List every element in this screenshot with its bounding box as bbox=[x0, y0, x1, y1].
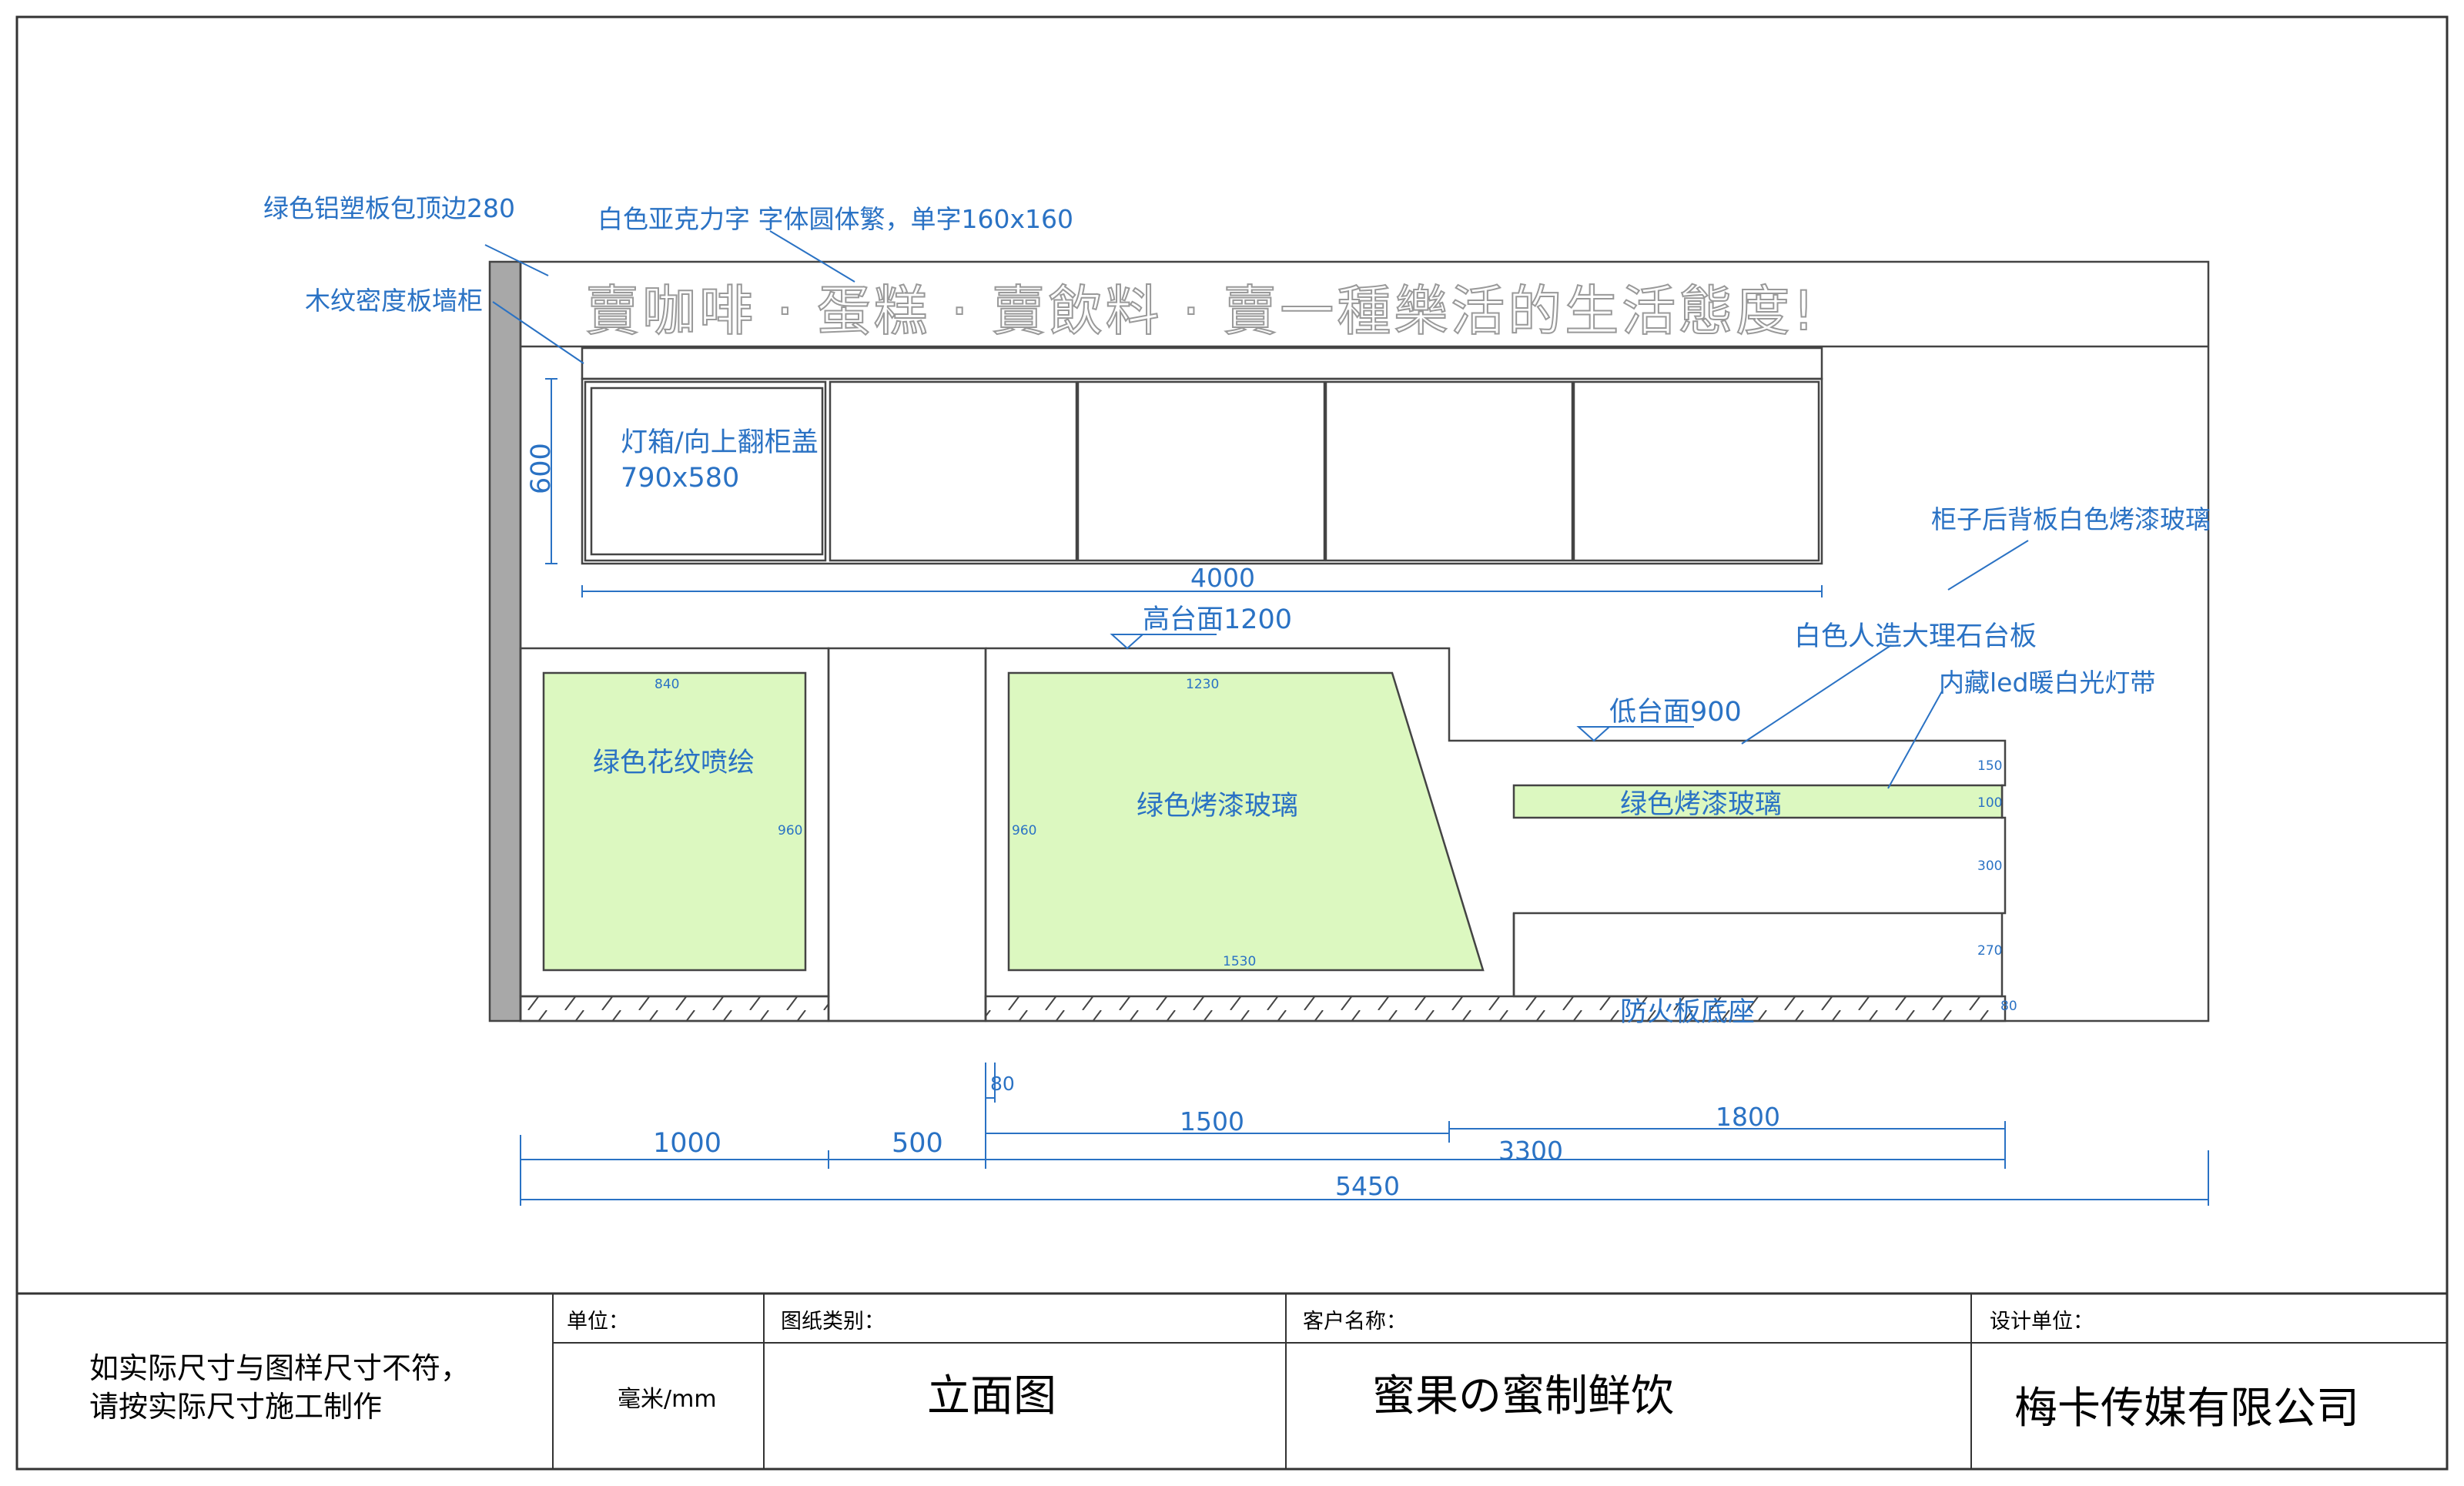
drawing-frame bbox=[15, 15, 2449, 1471]
callout-lightbox-size: 790x580 bbox=[621, 463, 739, 494]
wall-cabinet bbox=[581, 377, 1823, 565]
callout-led: 内藏led暖白光灯带 bbox=[1939, 668, 2155, 698]
dim-bottom-1000: 1000 bbox=[653, 1128, 721, 1159]
leader-top-edge bbox=[484, 244, 549, 276]
dim-bottom-500: 500 bbox=[892, 1128, 943, 1159]
leader-marble bbox=[1741, 644, 1892, 745]
dim-panel-left-height: 960 bbox=[778, 823, 802, 838]
dim-panel-mid-bottom: 1530 bbox=[1223, 954, 1256, 969]
dim-bottom-5450: 5450 bbox=[1335, 1171, 1400, 1201]
fireproof-base-left bbox=[519, 995, 830, 1022]
client-value: 蜜果の蜜制鲜饮 bbox=[1372, 1371, 1674, 1421]
dim-cabinet-height: 600 bbox=[526, 443, 557, 494]
wall-column bbox=[488, 260, 522, 1022]
note-line-2: 请按实际尺寸施工制作 bbox=[89, 1390, 383, 1424]
dim-right-80: 80 bbox=[2000, 999, 2017, 1014]
signage-headline: 賣咖啡 · 蛋糕 · 賣飲料 · 賣一種樂活的生活態度! bbox=[585, 279, 1817, 343]
category-value: 立面图 bbox=[927, 1371, 1056, 1421]
dim-panel-mid-top: 1230 bbox=[1186, 677, 1219, 692]
callout-top-edge: 绿色铝塑板包顶边280 bbox=[263, 193, 515, 223]
unit-value: 毫米/mm bbox=[618, 1386, 717, 1413]
designer-value: 梅卡传媒有限公司 bbox=[2014, 1384, 2359, 1434]
callout-lightbox-title: 灯箱/向上翻柜盖 bbox=[621, 427, 819, 458]
green-glass-strip bbox=[1512, 784, 2004, 819]
lightbox-door-4 bbox=[1324, 380, 1574, 562]
leader-back-panel bbox=[1947, 540, 2029, 591]
leader-wall-cabinet bbox=[492, 301, 584, 364]
dim-right-100: 100 bbox=[1977, 795, 2002, 811]
lightbox-door-1-inner bbox=[590, 387, 824, 556]
title-block-grid bbox=[552, 1294, 2447, 1469]
dim-cabinet-width: 4000 bbox=[1190, 563, 1255, 593]
leader-lettering bbox=[769, 230, 855, 283]
client-label: 客户名称： bbox=[1303, 1310, 1407, 1334]
lightbox-door-1 bbox=[584, 380, 827, 562]
dim-bottom-1800: 1800 bbox=[1716, 1102, 1780, 1132]
callout-back-panel: 柜子后背板白色烤漆玻璃 bbox=[1931, 504, 2211, 534]
callout-low-counter: 低台面900 bbox=[1609, 697, 1742, 728]
leader-led bbox=[1887, 691, 1943, 789]
dim-panel-left-width: 840 bbox=[654, 677, 679, 692]
unit-label: 单位： bbox=[567, 1310, 629, 1334]
dim-right-150: 150 bbox=[1977, 758, 2002, 774]
lightbox-door-2 bbox=[829, 380, 1078, 562]
cabinet-top-strip bbox=[581, 346, 1823, 380]
callout-green-pattern: 绿色花纹喷绘 bbox=[593, 748, 755, 778]
green-glass-panel bbox=[1007, 671, 1485, 972]
callout-marble: 白色人造大理石台板 bbox=[1794, 621, 2037, 652]
dim-right-300: 300 bbox=[1977, 858, 2002, 874]
dim-right-270: 270 bbox=[1977, 943, 2002, 959]
lightbox-door-5 bbox=[1572, 380, 1820, 562]
callout-lettering: 白色亚克力字 字体圆体繁，单字160x160 bbox=[598, 204, 1073, 234]
designer-label: 设计单位： bbox=[1990, 1310, 2094, 1334]
dim-bottom-80: 80 bbox=[990, 1073, 1015, 1095]
callout-green-glass-strip: 绿色烤漆玻璃 bbox=[1620, 789, 1782, 820]
green-pattern-panel bbox=[542, 671, 807, 972]
counter-middle-block bbox=[827, 647, 987, 1022]
fireproof-base-main bbox=[984, 995, 2007, 1022]
note-line-1: 如实际尺寸与图样尺寸不符， bbox=[89, 1351, 470, 1385]
level-marker-high bbox=[1110, 634, 1145, 650]
callout-green-glass-main: 绿色烤漆玻璃 bbox=[1137, 791, 1298, 822]
dim-bottom-3300: 3300 bbox=[1498, 1136, 1563, 1166]
level-marker-low bbox=[1576, 726, 1612, 742]
callout-fireproof-base: 防火板底座 bbox=[1620, 997, 1755, 1028]
callout-wall-cabinet: 木纹密度板墙柜 bbox=[305, 286, 483, 316]
category-label: 图纸类别： bbox=[781, 1310, 885, 1334]
dim-panel-mid-height: 960 bbox=[1012, 823, 1036, 838]
lightbox-door-3 bbox=[1076, 380, 1326, 562]
dim-bottom-1500: 1500 bbox=[1180, 1106, 1244, 1136]
callout-high-counter: 高台面1200 bbox=[1143, 604, 1292, 635]
